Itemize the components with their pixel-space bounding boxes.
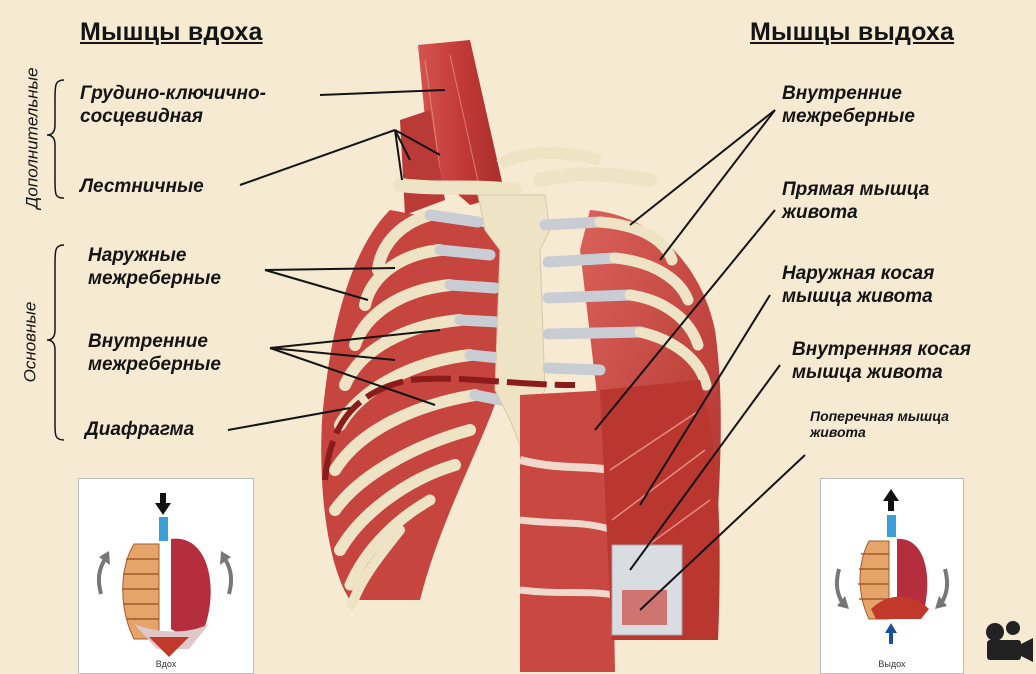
label-external-intercostal: Наружные межреберные [88, 244, 221, 290]
inhale-inset: Вдох [78, 478, 254, 674]
left-clavicle [400, 185, 515, 190]
right-clavicle [540, 174, 650, 180]
label-scalene: Лестничные [80, 175, 204, 198]
label-internal-intercostal-left: Внутренние межреберные [88, 330, 221, 376]
label-transversus: Поперечная мышца живота [810, 408, 949, 440]
inhale-caption: Вдох [79, 659, 253, 669]
film-camera-icon [975, 612, 1035, 672]
first-rib-top [500, 153, 600, 165]
accessory-brace [47, 80, 64, 198]
label-external-oblique: Наружная косая мышца живота [782, 262, 934, 308]
rectus-abdominis-muscle [520, 390, 615, 672]
inhale-inset-drawing [79, 479, 253, 673]
exhale-inset-drawing [821, 479, 963, 673]
exhale-caption: Выдох [821, 659, 963, 669]
label-internal-oblique: Внутренняя косая мышца живота [792, 338, 971, 384]
accessory-group-label: Дополнительные [23, 67, 43, 208]
label-diaphragm: Диафрагма [85, 418, 194, 441]
main-group-label: Основные [20, 302, 40, 383]
inhale-title: Мышцы вдоха [80, 18, 263, 47]
exhale-title: Мышцы выдоха [750, 18, 954, 47]
main-brace [47, 245, 64, 440]
label-internal-intercostal-right: Внутренние межреберные [782, 82, 915, 128]
label-rectus-abdominis: Прямая мышца живота [782, 178, 929, 224]
exhale-inset: Выдох [820, 478, 964, 674]
label-sternocleidomastoid: Грудино-ключично- сосцевидная [80, 82, 266, 128]
